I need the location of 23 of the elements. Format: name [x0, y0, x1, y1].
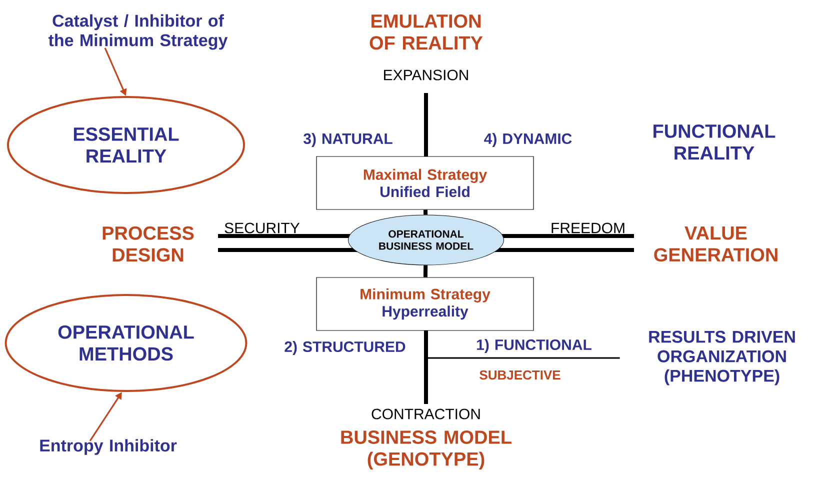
- ellipse-label: ESSENTIAL REALITY: [7, 96, 245, 194]
- connector-line: [423, 265, 428, 278]
- label-text: FUNCTIONAL REALITY: [654, 124, 776, 160]
- label-text: EMULATION OF REALITY: [370, 14, 483, 50]
- connector-line: [426, 357, 620, 359]
- label-text: FREEDOM: [552, 222, 624, 234]
- label-text: BUSINESS MODEL (GENOTYPE): [341, 430, 512, 470]
- caption-text: Catalyst / Inhibitor of the Minimum Strategy: [48, 14, 228, 50]
- label-text: CONTRACTION: [372, 408, 480, 420]
- ellipse-label: OPERATIONAL METHODS: [4, 294, 248, 392]
- label-text: 2) STRUCTURED: [284, 341, 406, 355]
- connector-line: [423, 210, 428, 215]
- label-text: 4) DYNAMIC: [484, 133, 572, 147]
- label-text: EXPANSION: [384, 70, 468, 80]
- label-text: VALUE GENERATION: [654, 226, 778, 262]
- caption-text: RESULTS DRIVEN ORGANIZATION (PHENOTYPE): [649, 330, 795, 386]
- strategy-box: Maximal Strategy Unified Field: [316, 156, 534, 210]
- label-text: 1) FUNCTIONAL: [477, 339, 592, 353]
- caption-text: Entropy Inhibitor: [40, 439, 177, 455]
- label-text: SUBJECTIVE: [480, 370, 560, 380]
- label-text: SECURITY: [224, 222, 300, 234]
- strategy-box: Minimum Strategy Hyperreality: [316, 277, 534, 331]
- label-text: PROCESS DESIGN: [102, 226, 194, 262]
